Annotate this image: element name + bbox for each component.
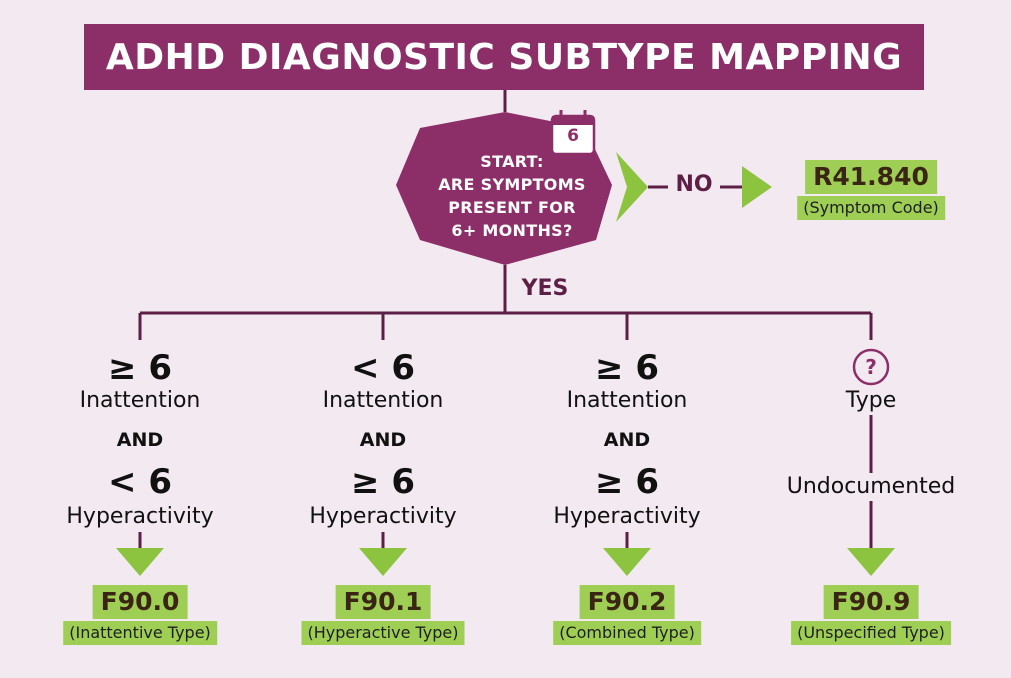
branch-4-type-label: Type bbox=[839, 387, 903, 415]
branch-2-inattention-value: < 6 bbox=[351, 348, 415, 388]
question-mark-symbol: ? bbox=[865, 355, 877, 379]
branch-2-code: F90.1 bbox=[335, 585, 431, 619]
no-chevron-icon bbox=[616, 152, 648, 222]
branch-4-description: (Unspecified Type) bbox=[791, 621, 951, 645]
branch-1-and: AND bbox=[116, 429, 164, 451]
no-outcome-code: R41.840 bbox=[805, 160, 937, 194]
branch-3-hyperactivity-value: ≥ 6 bbox=[595, 462, 659, 502]
branch-1-inattention-value: ≥ 6 bbox=[108, 348, 172, 388]
page-title: ADHD DIAGNOSTIC SUBTYPE MAPPING bbox=[105, 36, 903, 78]
start-line-1: START: bbox=[480, 152, 544, 171]
branch-4-undocumented-label: Undocumented bbox=[780, 473, 962, 501]
branch-4-code: F90.9 bbox=[823, 585, 919, 619]
branch-3-inattention-label: Inattention bbox=[566, 388, 688, 413]
branch-2-inattention-label: Inattention bbox=[322, 388, 444, 413]
start-question: START: ARE SYMPTOMS PRESENT FOR 6+ MONTH… bbox=[412, 150, 612, 242]
branch-3-hyperactivity-label: Hyperactivity bbox=[553, 504, 701, 529]
start-line-4: 6+ MONTHS? bbox=[451, 221, 573, 240]
branch-3-and: AND bbox=[603, 429, 651, 451]
yes-label: YES bbox=[521, 276, 569, 301]
branch-1-hyperactivity-value: < 6 bbox=[108, 462, 172, 502]
no-label: NO bbox=[675, 172, 713, 197]
no-outcome-description: (Symptom Code) bbox=[797, 196, 945, 220]
down-arrow-icon bbox=[359, 548, 407, 576]
branch-1-inattention-label: Inattention bbox=[79, 388, 201, 413]
calendar-day: 6 bbox=[567, 126, 579, 146]
down-arrow-icon bbox=[847, 548, 895, 576]
start-line-2: ARE SYMPTOMS bbox=[438, 175, 586, 194]
no-arrow-icon bbox=[742, 166, 772, 208]
branch-2-and: AND bbox=[359, 429, 407, 451]
branch-1-description: (Inattentive Type) bbox=[63, 621, 217, 645]
question-mark-icon bbox=[852, 348, 890, 386]
calendar-icon bbox=[550, 110, 596, 156]
branch-3-inattention-value: ≥ 6 bbox=[595, 348, 659, 388]
branch-1-hyperactivity-label: Hyperactivity bbox=[66, 504, 214, 529]
branch-2-hyperactivity-label: Hyperactivity bbox=[309, 504, 457, 529]
branch-2-hyperactivity-value: ≥ 6 bbox=[351, 462, 415, 502]
down-arrow-icon bbox=[116, 548, 164, 576]
title-banner: ADHD DIAGNOSTIC SUBTYPE MAPPING bbox=[84, 24, 924, 90]
branch-2-description: (Hyperactive Type) bbox=[301, 621, 465, 645]
branch-3-description: (Combined Type) bbox=[553, 621, 701, 645]
branch-1-code: F90.0 bbox=[92, 585, 188, 619]
start-line-3: PRESENT FOR bbox=[448, 198, 576, 217]
branch-3-code: F90.2 bbox=[579, 585, 675, 619]
down-arrow-icon bbox=[603, 548, 651, 576]
